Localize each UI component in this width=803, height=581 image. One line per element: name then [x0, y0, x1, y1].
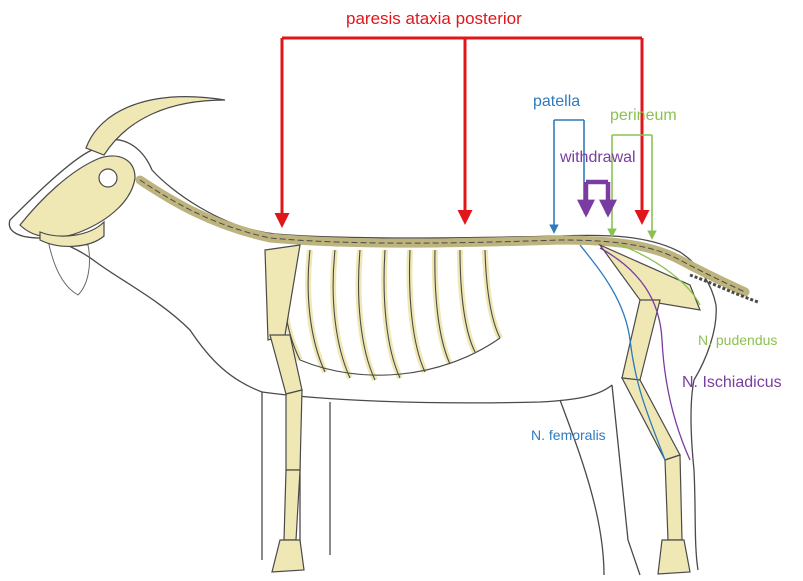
front-leg — [265, 245, 304, 572]
label-withdrawal: withdrawal — [560, 150, 636, 166]
label-n-ischiadicus: N. Ischiadicus — [682, 375, 782, 391]
beard — [48, 240, 90, 295]
withdrawal-bracket — [586, 182, 608, 214]
label-n-femoralis: N. femoralis — [531, 428, 606, 442]
ribcage — [283, 250, 500, 380]
label-n-pudendus: N. pudendus — [698, 333, 777, 347]
patella-bracket — [554, 120, 584, 232]
skull — [20, 156, 135, 246]
label-paresis-ataxia-posterior: paresis ataxia posterior — [346, 10, 522, 27]
label-perineum: perineum — [610, 108, 677, 124]
horn — [86, 97, 225, 155]
label-patella: patella — [533, 94, 580, 110]
